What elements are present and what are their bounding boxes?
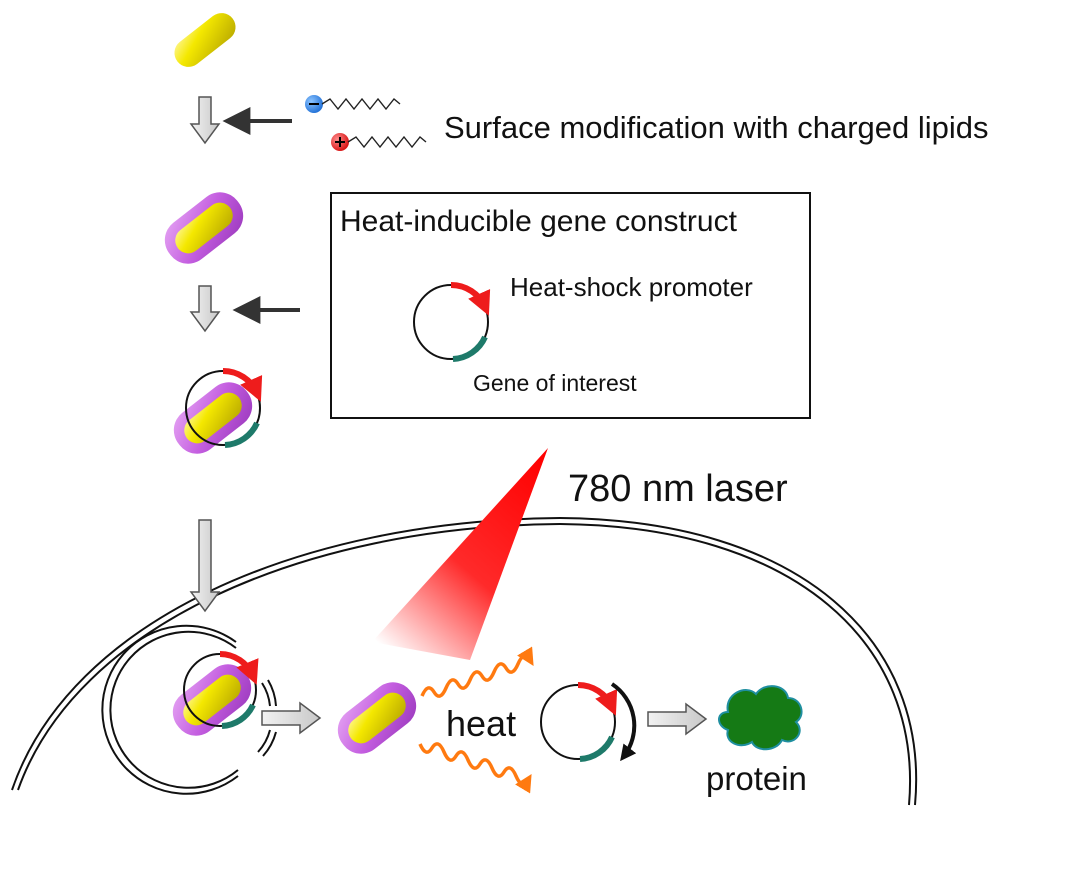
- laser-label: 780 nm laser: [568, 468, 788, 510]
- cell-membrane-icon: [11, 516, 918, 806]
- heat-shock-promoter-label: Heat-shock promoter: [510, 272, 753, 302]
- protein-icon: [718, 685, 803, 751]
- lipid-coated-nanorod-icon: [164, 192, 244, 264]
- charged-lipid-icon: [305, 95, 427, 151]
- gene-construct-title: Heat-inducible gene construct: [340, 205, 737, 238]
- process-arrow-down-3: [189, 519, 221, 613]
- heat-wave-icon: [418, 742, 532, 794]
- endosome-complex: [172, 651, 259, 736]
- heat-wave-icon: [420, 646, 534, 698]
- process-arrow-down-2: [189, 285, 221, 333]
- process-arrow-down-1: [189, 96, 221, 145]
- laser-beam-icon: [372, 448, 548, 660]
- gold-nanorod-icon: [174, 13, 236, 67]
- protein-label: protein: [706, 760, 807, 797]
- gene-construct-box: [330, 192, 811, 419]
- released-nanorod-icon: [337, 682, 417, 754]
- process-arrow-right-1: [261, 701, 322, 735]
- heat-label: heat: [446, 703, 517, 744]
- gene-of-interest-label: Gene of interest: [473, 370, 637, 396]
- surface-modification-label: Surface modification with charged lipids: [444, 110, 989, 145]
- free-plasmid-icon: [540, 681, 637, 762]
- process-arrow-right-2: [647, 702, 708, 736]
- plasmid-icon: [413, 281, 491, 362]
- nanorod-plasmid-complex: [173, 367, 263, 454]
- endosome-icon: [101, 624, 277, 795]
